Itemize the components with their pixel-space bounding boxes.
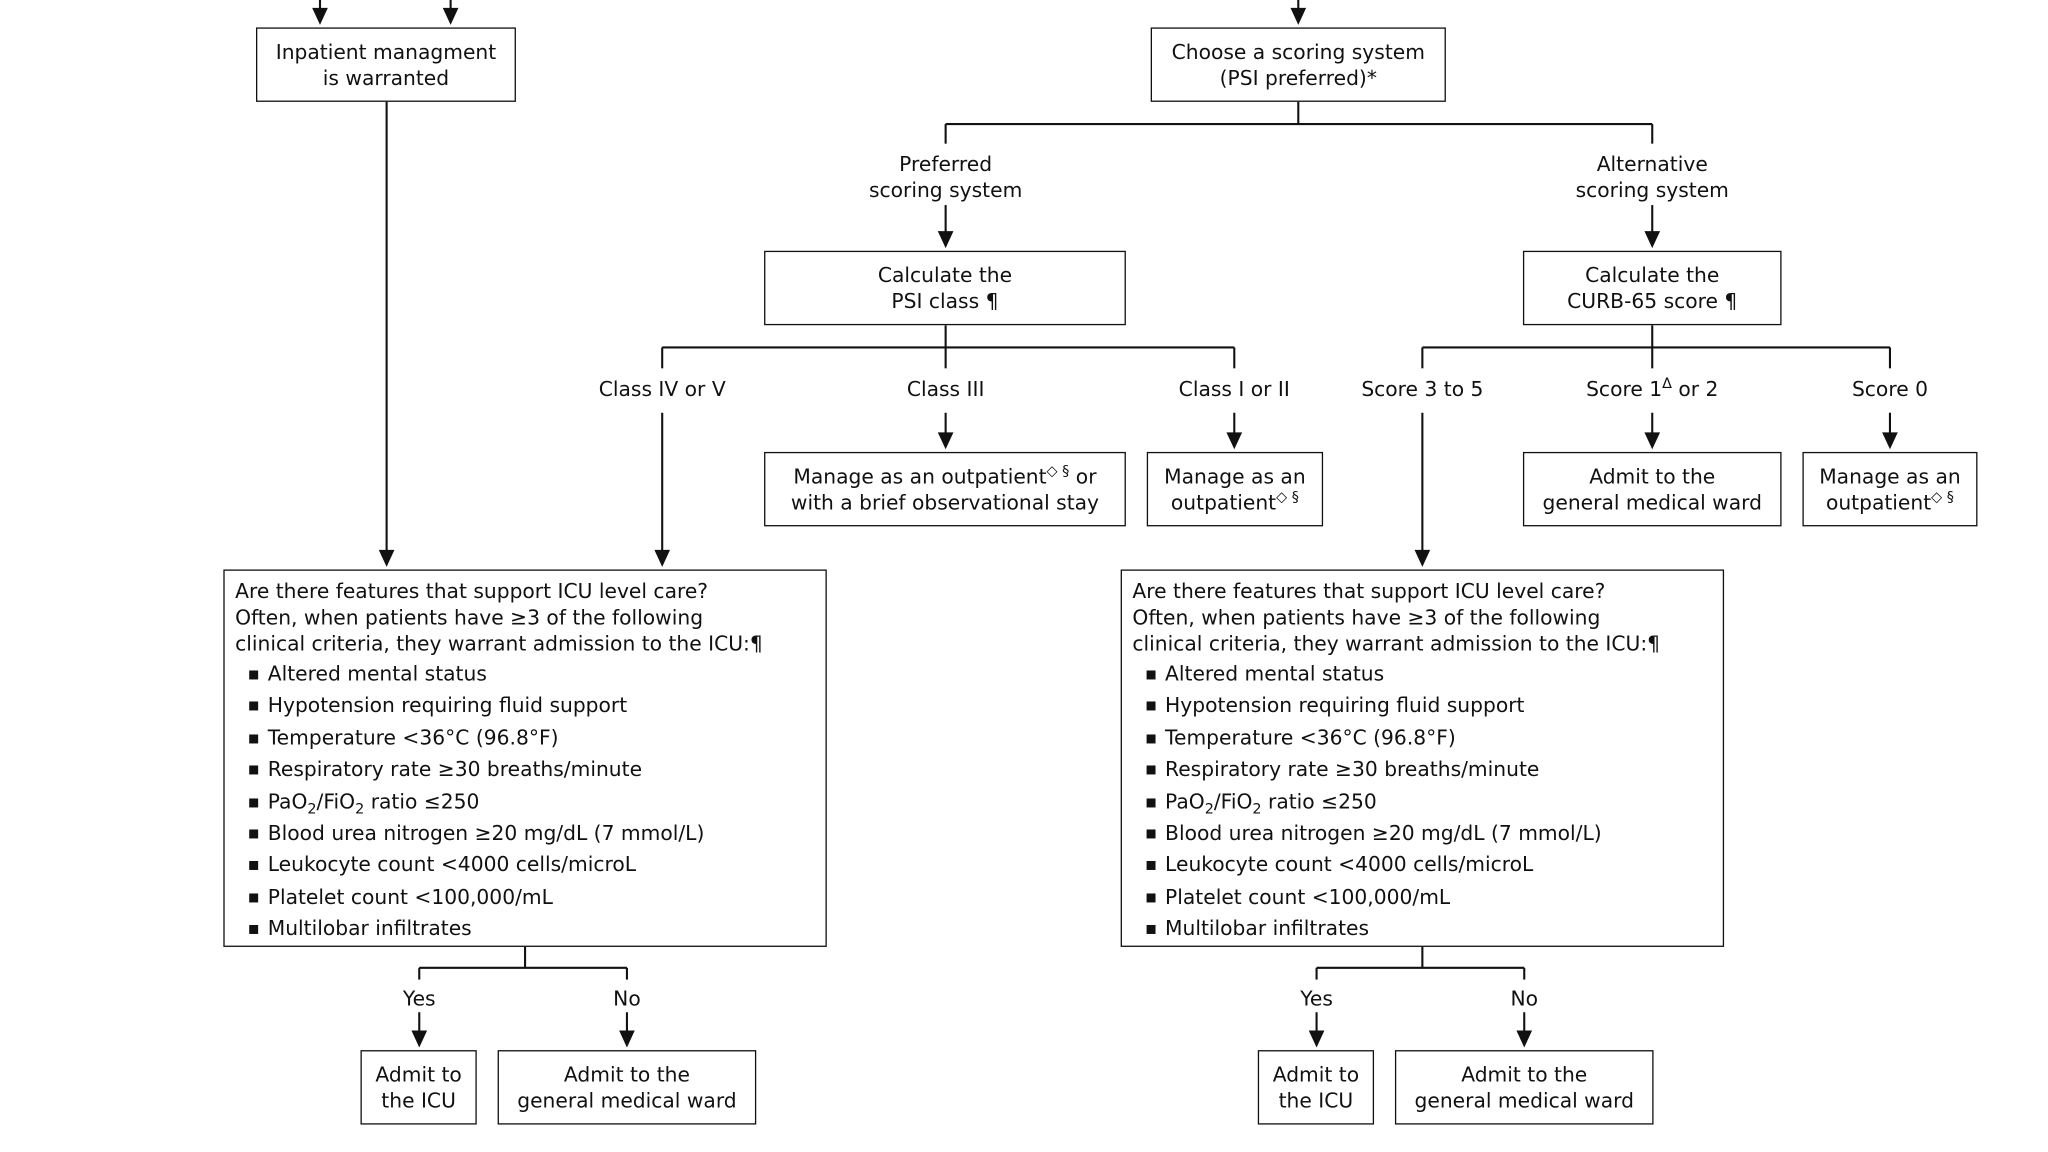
calculate-curb65-box: Calculate the CURB-65 score ¶	[1522, 250, 1782, 326]
arrowhead	[1290, 7, 1307, 25]
admit-ward-box-left: Admit to the general medical ward	[497, 1050, 757, 1125]
box-line: is warranted	[322, 65, 450, 90]
box-line: PSI class ¶	[891, 289, 999, 313]
admit-ward-box-right: Admit to the general medical ward	[1394, 1050, 1654, 1125]
box-line: (PSI preferred)*	[1219, 65, 1377, 90]
box-line: Admit to	[375, 1062, 462, 1087]
arrowhead	[1226, 432, 1243, 450]
icu-criteria-box-right: Are there features that support ICU leve…	[1120, 569, 1725, 947]
criteria-item: Blood urea nitrogen ≥20 mg/dL (7 mmol/L)	[1145, 819, 1712, 851]
criteria-item: Platelet count <100,000/mL	[1145, 883, 1712, 915]
score-0-outcome-box: Manage as an outpatient◇ §	[1802, 451, 1978, 527]
score-3-to-5-label: Score 3 to 5	[1361, 377, 1484, 401]
criteria-item: Temperature <36°C (96.8°F)	[1145, 723, 1712, 755]
score-0-label: Score 0	[1851, 377, 1928, 401]
criteria-item: Leukocyte count <4000 cells/microL	[248, 851, 815, 883]
box-line: general medical ward	[1542, 490, 1762, 514]
score-1-2-outcome-box: Admit to the general medical ward	[1522, 451, 1782, 527]
no-label-right: No	[1510, 987, 1539, 1011]
box-line: general medical ward	[517, 1088, 737, 1113]
class-i-ii-outcome-box: Manage as an outpatient◇ §	[1146, 451, 1324, 527]
icu-criteria-list: Altered mental status Hypotension requir…	[1132, 660, 1712, 947]
box-line: Calculate the	[1585, 263, 1720, 287]
criteria-item: Respiratory rate ≥30 breaths/minute	[1145, 755, 1712, 787]
criteria-item: Respiratory rate ≥30 breaths/minute	[248, 755, 815, 787]
alternative-scoring-label: Alternative scoring system	[1575, 152, 1729, 203]
criteria-item: Blood urea nitrogen ≥20 mg/dL (7 mmol/L)	[248, 819, 815, 851]
arrowhead	[411, 1030, 428, 1048]
box-line: CURB-65 score ¶	[1567, 289, 1738, 313]
icu-question-line: Often, when patients have ≥3 of the foll…	[1132, 606, 1601, 630]
box-line: Admit to the	[1461, 1062, 1588, 1087]
criteria-item: PaO2/FiO2 ratio ≤250	[1145, 787, 1712, 819]
class-iii-outcome-box: Manage as an outpatient◇ § or with a bri…	[764, 451, 1126, 527]
admit-icu-box-right: Admit to the ICU	[1257, 1050, 1375, 1125]
criteria-item: Hypotension requiring fluid support	[248, 691, 815, 723]
box-line: Admit to the	[1589, 464, 1716, 488]
criteria-item: Platelet count <100,000/mL	[248, 883, 815, 915]
criteria-item: Multilobar infiltrates	[1145, 915, 1712, 947]
box-line: Admit to	[1272, 1062, 1360, 1087]
arrowhead	[1414, 549, 1431, 567]
arrowhead	[1882, 432, 1898, 450]
arrowhead	[654, 549, 671, 567]
yes-label-right: Yes	[1300, 987, 1333, 1011]
box-line: outpatient◇ §	[1825, 487, 1954, 514]
box-line: the ICU	[381, 1088, 456, 1113]
icu-criteria-box-left: Are there features that support ICU leve…	[223, 569, 827, 947]
criteria-item: Temperature <36°C (96.8°F)	[248, 723, 815, 755]
box-line: Calculate the	[877, 263, 1013, 287]
yes-label-left: Yes	[402, 987, 436, 1011]
criteria-item: PaO2/FiO2 ratio ≤250	[248, 787, 815, 819]
admit-icu-box-left: Admit to the ICU	[360, 1050, 477, 1125]
arrowhead	[312, 7, 328, 25]
box-line: Manage as an	[1164, 464, 1306, 488]
class-i-or-ii-label: Class I or II	[1178, 377, 1290, 401]
choose-scoring-system-box: Choose a scoring system (PSI preferred)*	[1150, 27, 1446, 102]
criteria-item: Leukocyte count <4000 cells/microL	[1145, 851, 1712, 883]
box-line: Admit to the	[563, 1062, 690, 1087]
box-line: Manage as an outpatient◇ § or	[793, 461, 1097, 488]
preferred-scoring-label: Preferred scoring system	[868, 152, 1023, 203]
class-iii-label: Class III	[906, 377, 985, 401]
box-line: with a brief observational stay	[790, 490, 1100, 514]
icu-question-line: Often, when patients have ≥3 of the foll…	[235, 606, 704, 630]
criteria-item: Altered mental status	[248, 660, 815, 692]
icu-question-line: Are there features that support ICU leve…	[235, 579, 709, 604]
criteria-item: Hypotension requiring fluid support	[1145, 691, 1712, 723]
arrowhead	[1644, 231, 1661, 249]
no-label-left: No	[613, 987, 641, 1011]
box-line: Choose a scoring system	[1171, 39, 1425, 64]
icu-criteria-list: Altered mental status Hypotension requir…	[235, 660, 815, 947]
box-line: the ICU	[1278, 1088, 1354, 1113]
score-1-or-2-label: Score 1Δ or 2	[1586, 374, 1719, 401]
box-line: Inpatient managment	[275, 39, 497, 64]
box-line: Manage as an	[1819, 464, 1961, 488]
box-line: outpatient◇ §	[1170, 487, 1299, 514]
class-iv-or-v-label: Class IV or V	[598, 377, 726, 401]
arrowhead	[1644, 432, 1661, 450]
icu-question-line: clinical criteria, they warrant admissio…	[1132, 632, 1661, 656]
arrowhead	[378, 549, 395, 567]
arrowhead	[937, 231, 954, 249]
icu-question-line: Are there features that support ICU leve…	[1132, 579, 1606, 604]
arrowhead	[1516, 1030, 1533, 1048]
arrowhead	[937, 432, 954, 450]
arrowhead	[1308, 1030, 1325, 1048]
criteria-item: Multilobar infiltrates	[248, 915, 815, 947]
criteria-item: Altered mental status	[1145, 660, 1712, 692]
icu-question-line: clinical criteria, they warrant admissio…	[235, 632, 763, 656]
box-line: general medical ward	[1414, 1088, 1634, 1113]
calculate-psi-box: Calculate the PSI class ¶	[764, 250, 1126, 326]
arrowhead	[442, 7, 459, 25]
arrowhead	[619, 1030, 635, 1048]
inpatient-management-box: Inpatient managment is warranted	[255, 27, 516, 102]
